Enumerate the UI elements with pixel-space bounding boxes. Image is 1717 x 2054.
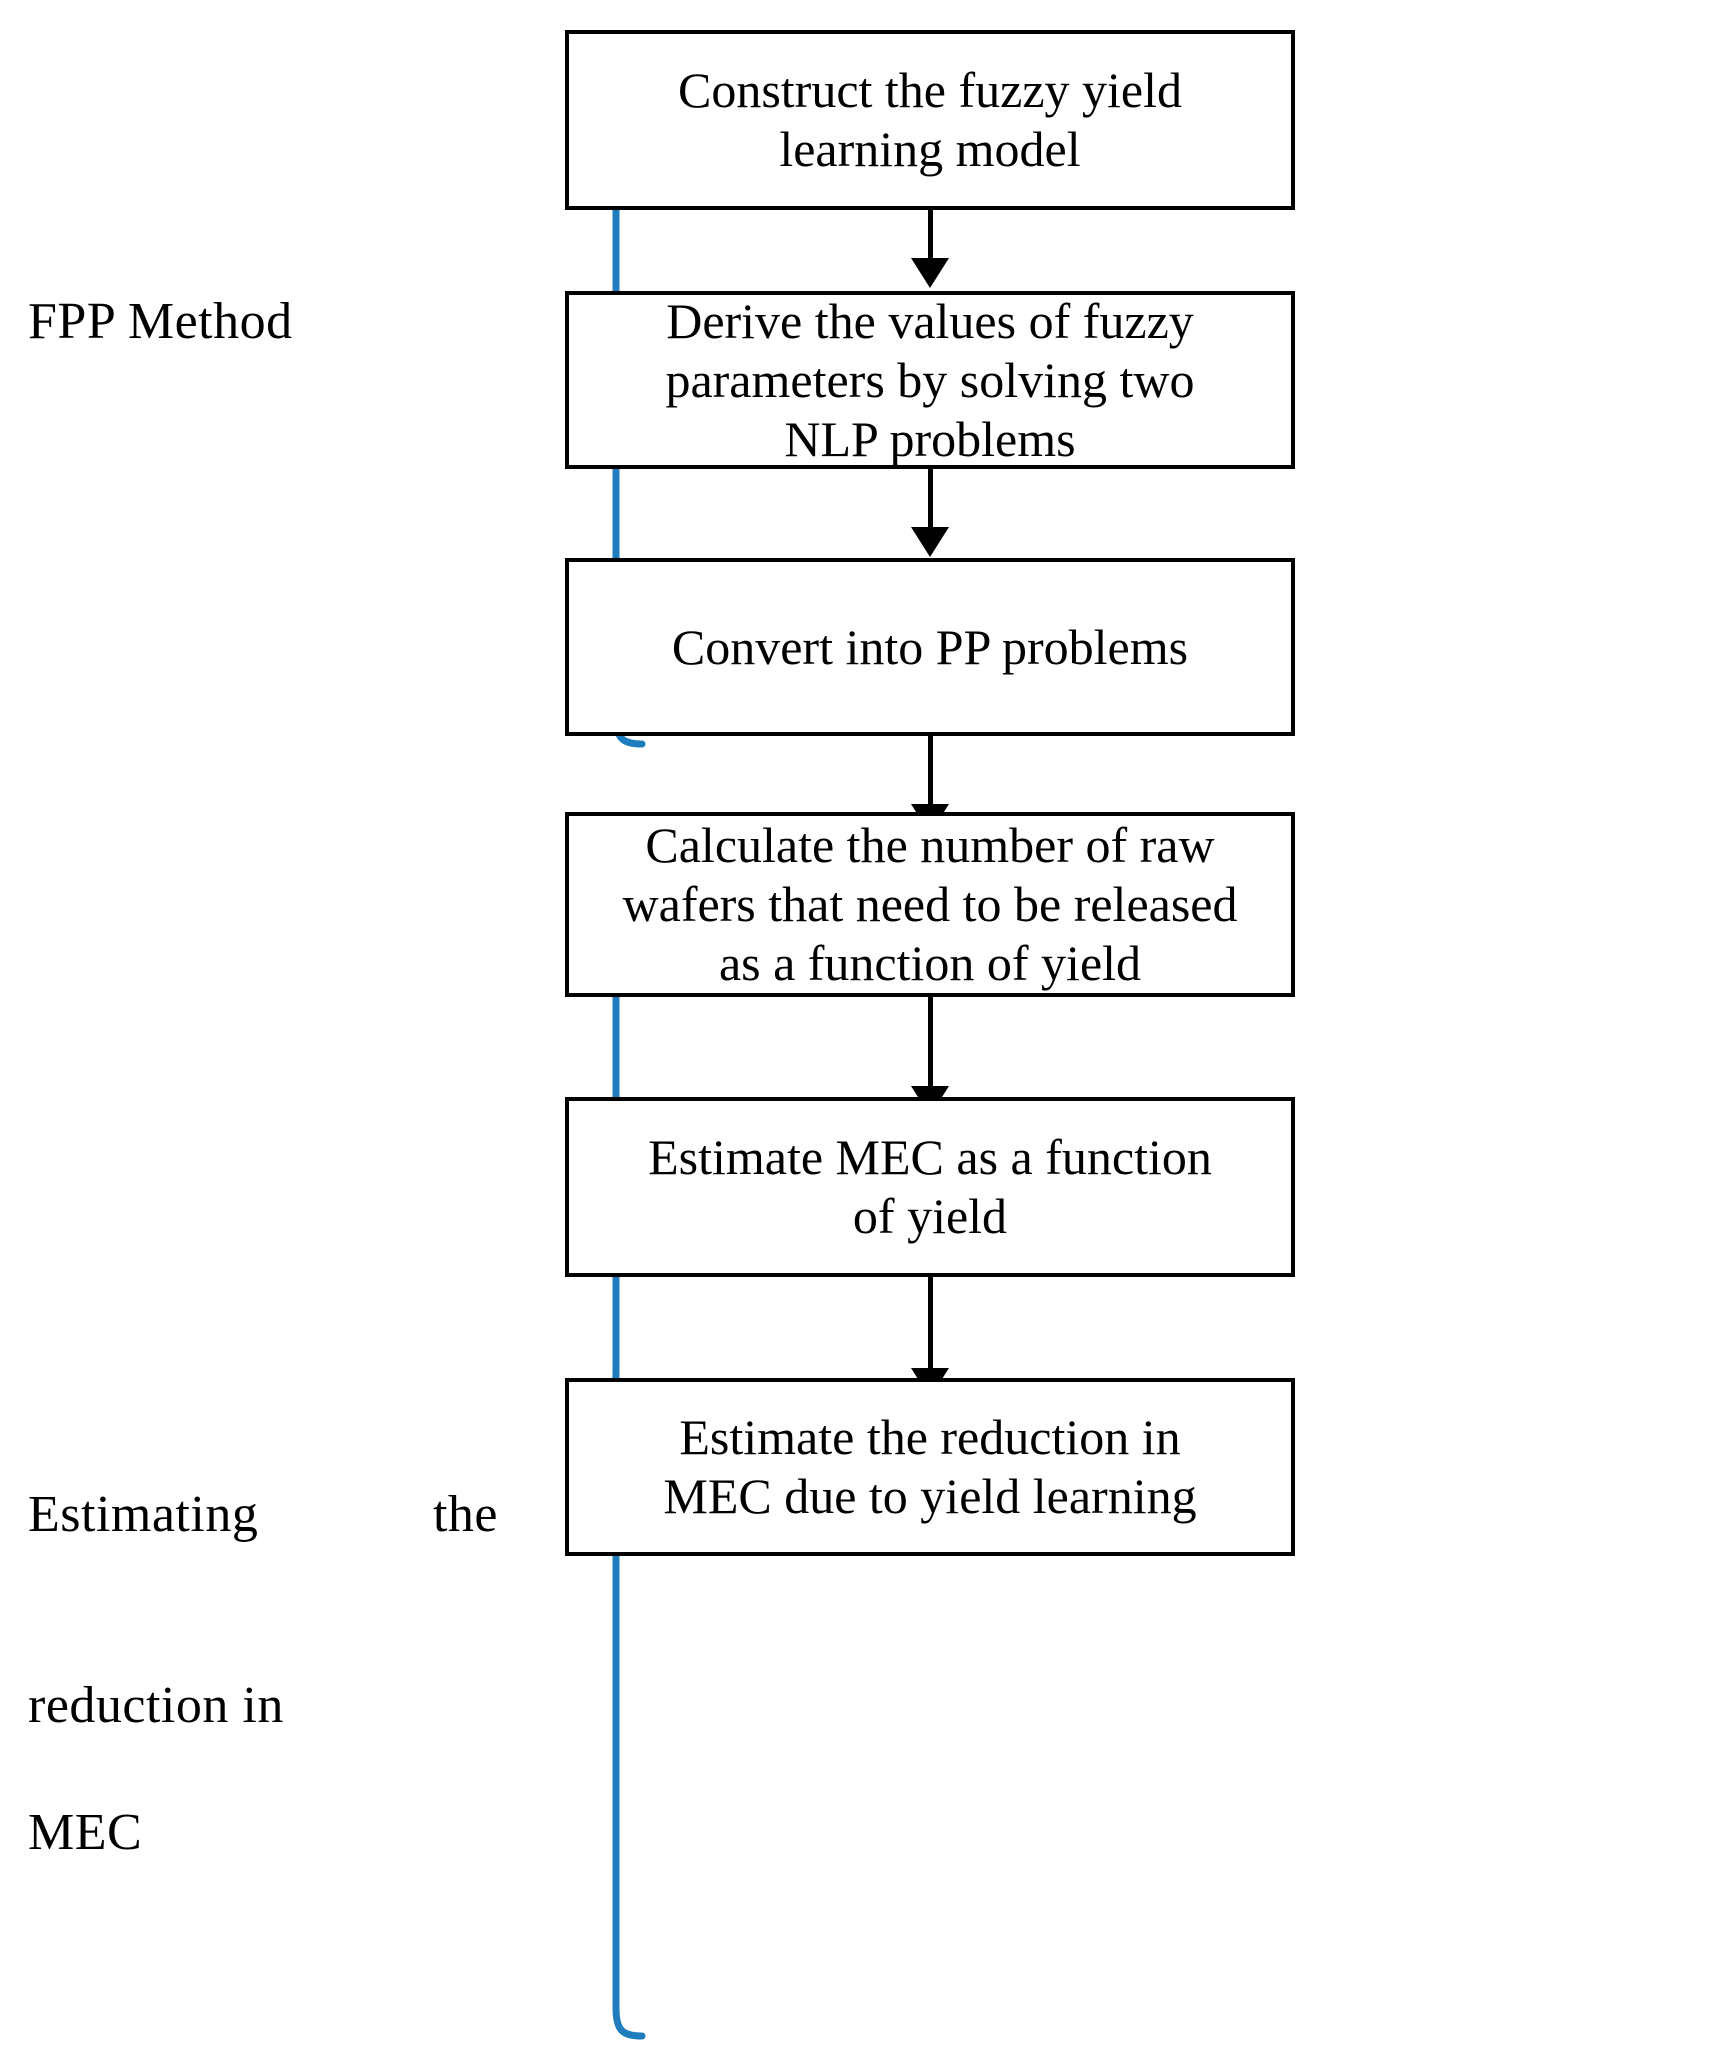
group-label-fpp-method: FPP Method — [28, 293, 293, 350]
group-label-estimating-reduction-in-mec: Estimating the reduction in MEC — [28, 1420, 498, 1928]
process-box-text: Construct the fuzzy yield learning model — [677, 62, 1183, 177]
process-box-text: Calculate the number of raw wafers that … — [622, 817, 1238, 991]
process-box-calculate-number-of-raw-wafers[interactable]: Calculate the number of raw wafers that … — [565, 812, 1295, 997]
process-box-text: Convert into PP problems — [671, 618, 1189, 675]
process-box-text: Estimate the reduction in MEC due to yie… — [663, 1409, 1197, 1524]
group-label-line-3: MEC — [28, 1803, 143, 1861]
process-box-derive-values-of-fuzzy-parameters[interactable]: Derive the values of fuzzy parameters by… — [565, 291, 1295, 469]
process-box-estimate-reduction-in-mec[interactable]: Estimate the reduction in MEC due to yie… — [565, 1378, 1295, 1556]
process-box-text: Derive the values of fuzzy parameters by… — [665, 292, 1195, 467]
group-label-line-1: Estimating the — [28, 1486, 498, 1544]
process-box-convert-into-pp-problems[interactable]: Convert into PP problems — [565, 558, 1295, 736]
process-box-estimate-mec-as-function-of-yield[interactable]: Estimate MEC as a function of yield — [565, 1097, 1295, 1277]
process-box-text: Estimate MEC as a function of yield — [648, 1129, 1212, 1244]
process-box-construct-fuzzy-yield-learning-model[interactable]: Construct the fuzzy yield learning model — [565, 30, 1295, 210]
group-label-line-2: reduction in — [28, 1676, 284, 1734]
